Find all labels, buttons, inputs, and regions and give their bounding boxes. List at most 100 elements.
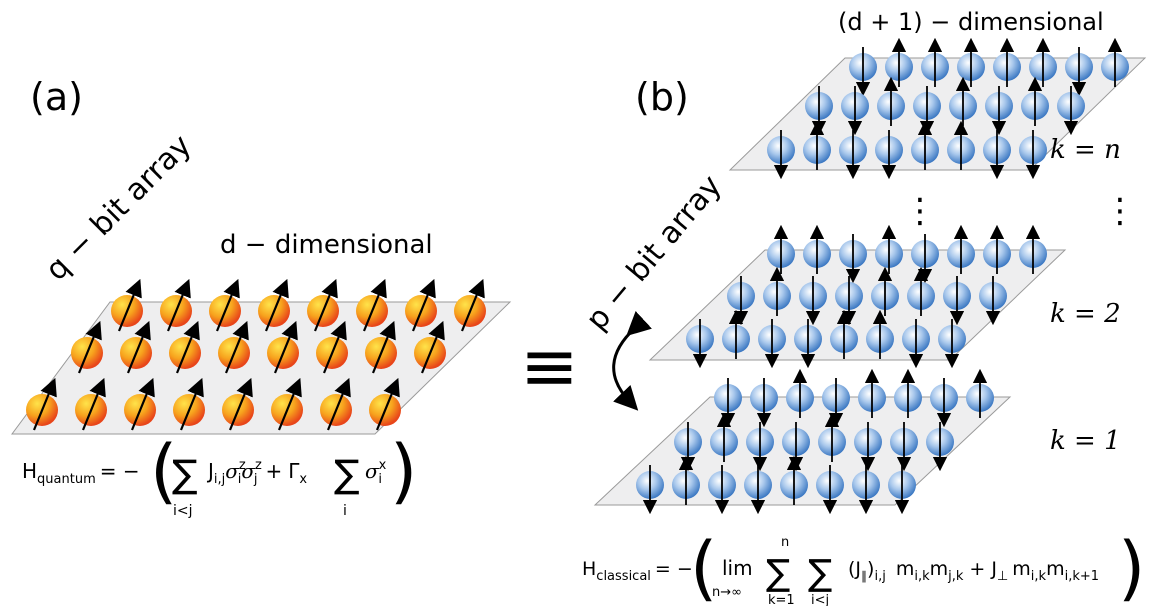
svg-text:Hquantum= −: Hquantum= −	[22, 459, 140, 487]
qubit	[160, 278, 192, 332]
spin-arrow	[117, 278, 142, 332]
spin-arrow	[313, 278, 338, 332]
pbit	[902, 319, 930, 369]
paren-right-b: )	[1118, 527, 1145, 606]
qubit	[365, 320, 397, 374]
pbit	[930, 378, 958, 428]
panel-a: (a) q − bit array d − dimensional Hquant…	[11, 75, 512, 519]
pbit	[830, 309, 858, 359]
spin-arrow	[215, 278, 240, 332]
layer-label-k-1: k = 1	[1050, 426, 1121, 456]
spin-arrow	[460, 278, 485, 332]
pbit	[672, 455, 700, 505]
paren-left-a: (	[150, 430, 177, 512]
m3: m	[1012, 558, 1031, 580]
sigma-2: σ	[241, 459, 256, 483]
d-plus-1-dimensional-label: (d + 1) − dimensional	[838, 8, 1104, 36]
qubit	[369, 377, 401, 431]
pbit	[949, 76, 977, 126]
m1-sub: i,k	[914, 569, 930, 584]
pbit	[746, 422, 774, 472]
pbit	[758, 319, 786, 369]
panel-a-label: (a)	[30, 75, 83, 119]
sigma-1: σ	[225, 459, 240, 483]
qubit	[75, 377, 107, 431]
layer-label-k-n: k = n	[1050, 135, 1121, 165]
pbit	[885, 37, 913, 87]
pbit	[1101, 37, 1129, 87]
spin-arrow	[77, 320, 102, 374]
spin-arrow	[264, 278, 289, 332]
pbit	[1019, 224, 1047, 274]
panel-b-label: (b)	[635, 75, 689, 119]
pbit	[636, 465, 664, 515]
spin-arrow	[322, 320, 347, 374]
spin-arrow	[375, 377, 400, 431]
pbit	[839, 130, 867, 180]
spin-arrow	[411, 278, 436, 332]
pbit-layer-k-1	[636, 368, 994, 515]
j-ij: J	[206, 459, 214, 483]
qubit	[320, 377, 352, 431]
pbit	[926, 422, 954, 472]
lim-sub: n→∞	[712, 585, 742, 600]
qubit	[258, 278, 290, 332]
pbit	[767, 130, 795, 180]
sum-lower-1b: k=1	[768, 593, 795, 606]
h-quantum-eq: = −	[100, 459, 140, 483]
qubit	[209, 278, 241, 332]
coupling-sub: i,j	[874, 569, 885, 584]
sup-z-1: z	[239, 458, 246, 473]
ellipsis-left: ⋮	[903, 191, 937, 231]
pbit	[708, 465, 736, 515]
coupling-open: (J	[848, 558, 861, 580]
d-dimensional-label: d − dimensional	[220, 230, 433, 260]
pbit	[911, 120, 939, 170]
sup-z-2: z	[255, 458, 262, 473]
sub-i-1: i	[238, 472, 242, 487]
pbit	[1057, 86, 1085, 136]
m4: m	[1046, 558, 1065, 580]
layer-label-k-2: k = 2	[1050, 299, 1121, 329]
q-bit-array-label: q − bit array	[39, 128, 199, 288]
pbit	[938, 319, 966, 369]
pbit	[686, 319, 714, 369]
spin-arrow	[228, 377, 253, 431]
plus-a: +	[265, 459, 282, 483]
pbit	[1021, 76, 1049, 126]
coupling-arrow	[612, 311, 652, 411]
gamma: Γ	[288, 459, 300, 483]
spin-arrow	[420, 320, 445, 374]
pbit	[947, 224, 975, 274]
sub-i-2: i	[378, 472, 382, 487]
pbit	[871, 266, 899, 316]
pbit	[877, 76, 905, 126]
sub-j-1: j	[253, 472, 258, 487]
qubit	[271, 377, 303, 431]
pbit	[1019, 130, 1047, 180]
panel-b: (b) p − bit array (d + 1) − dimensional …	[579, 8, 1147, 606]
pbit	[966, 368, 994, 418]
qubit-array	[26, 278, 486, 431]
pbit	[890, 422, 918, 472]
spin-arrow	[362, 278, 387, 332]
m1: m	[896, 558, 915, 580]
pbit	[803, 120, 831, 170]
m4-sub: i,k+1	[1065, 569, 1099, 584]
pbit	[744, 465, 772, 515]
sup-x: x	[379, 458, 387, 473]
m2-sub: j,k	[947, 569, 964, 584]
pbit	[957, 37, 985, 87]
qubit	[307, 278, 339, 332]
spin-arrow	[130, 377, 155, 431]
spin-arrow	[126, 320, 151, 374]
j-ij-sub: i,j	[214, 472, 225, 487]
qubit	[405, 278, 437, 332]
pbit	[875, 130, 903, 180]
pbit	[858, 368, 886, 418]
coupling-par: ∥	[861, 569, 867, 583]
equivalence-symbol: ≡	[520, 325, 579, 407]
sigma-3: σ	[365, 459, 380, 483]
h-classical-sub: classical	[596, 569, 651, 584]
